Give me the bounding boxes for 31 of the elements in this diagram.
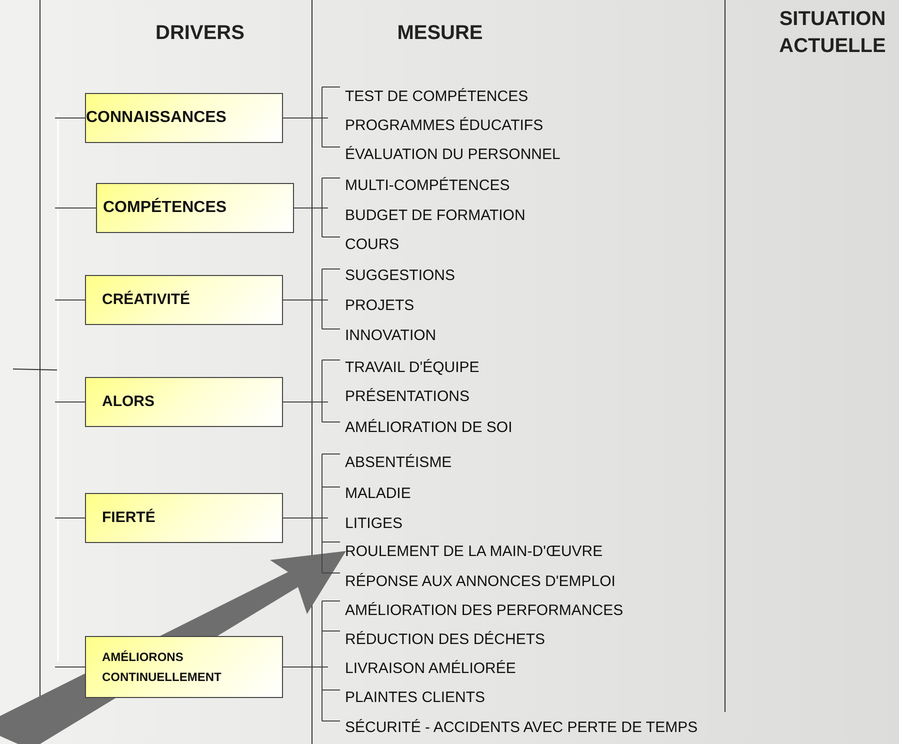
measure-item: ÉVALUATION DU PERSONNEL	[345, 146, 560, 164]
driver-box: COMPÉTENCES	[96, 183, 294, 233]
measure-item: INNOVATION	[345, 327, 436, 345]
measure-item: LITIGES	[345, 515, 403, 533]
column-heading: DRIVERS	[154, 21, 246, 46]
measure-item: COURS	[345, 236, 400, 254]
measure-item: TRAVAIL D'ÉQUIPE	[345, 359, 480, 377]
measure-item: MULTI-COMPÉTENCES	[345, 177, 510, 195]
measure-item: BUDGET DE FORMATION	[345, 207, 526, 225]
measure-item: LIVRAISON AMÉLIORÉE	[345, 660, 516, 678]
measure-item: PLAINTES CLIENTS	[345, 689, 486, 707]
measure-item: PROJETS	[345, 297, 414, 315]
measure-item: RÉPONSE AUX ANNONCES D'EMPLOI	[345, 573, 616, 591]
measure-item: ABSENTÉISME	[345, 454, 452, 472]
measure-item: ROULEMENT DE LA MAIN-D'ŒUVRE	[345, 543, 603, 561]
driver-box: CRÉATIVITÉ	[85, 275, 283, 325]
driver-box: CONNAISSANCES	[85, 93, 283, 143]
measure-item: PROGRAMMES ÉDUCATIFS	[345, 117, 544, 135]
driver-box: AMÉLIORONS CONTINUELLEMENT	[85, 636, 283, 698]
measure-item: AMÉLIORATION DES PERFORMANCES	[345, 602, 624, 620]
measure-item: RÉDUCTION DES DÉCHETS	[345, 631, 546, 649]
measure-item: SUGGESTIONS	[345, 267, 456, 285]
driver-box: ALORS	[85, 377, 283, 427]
measure-item: SÉCURITÉ - ACCIDENTS AVEC PERTE DE TEMPS	[345, 719, 698, 737]
measure-item: TEST DE COMPÉTENCES	[345, 88, 528, 106]
column-heading: SITUATION ACTUELLE	[778, 7, 887, 59]
column-heading: MESURE	[396, 21, 484, 46]
measure-item: AMÉLIORATION DE SOI	[345, 419, 512, 437]
measure-item: PRÉSENTATIONS	[345, 388, 470, 406]
measure-item: MALADIE	[345, 485, 411, 503]
driver-box: FIERTÉ	[85, 493, 283, 543]
